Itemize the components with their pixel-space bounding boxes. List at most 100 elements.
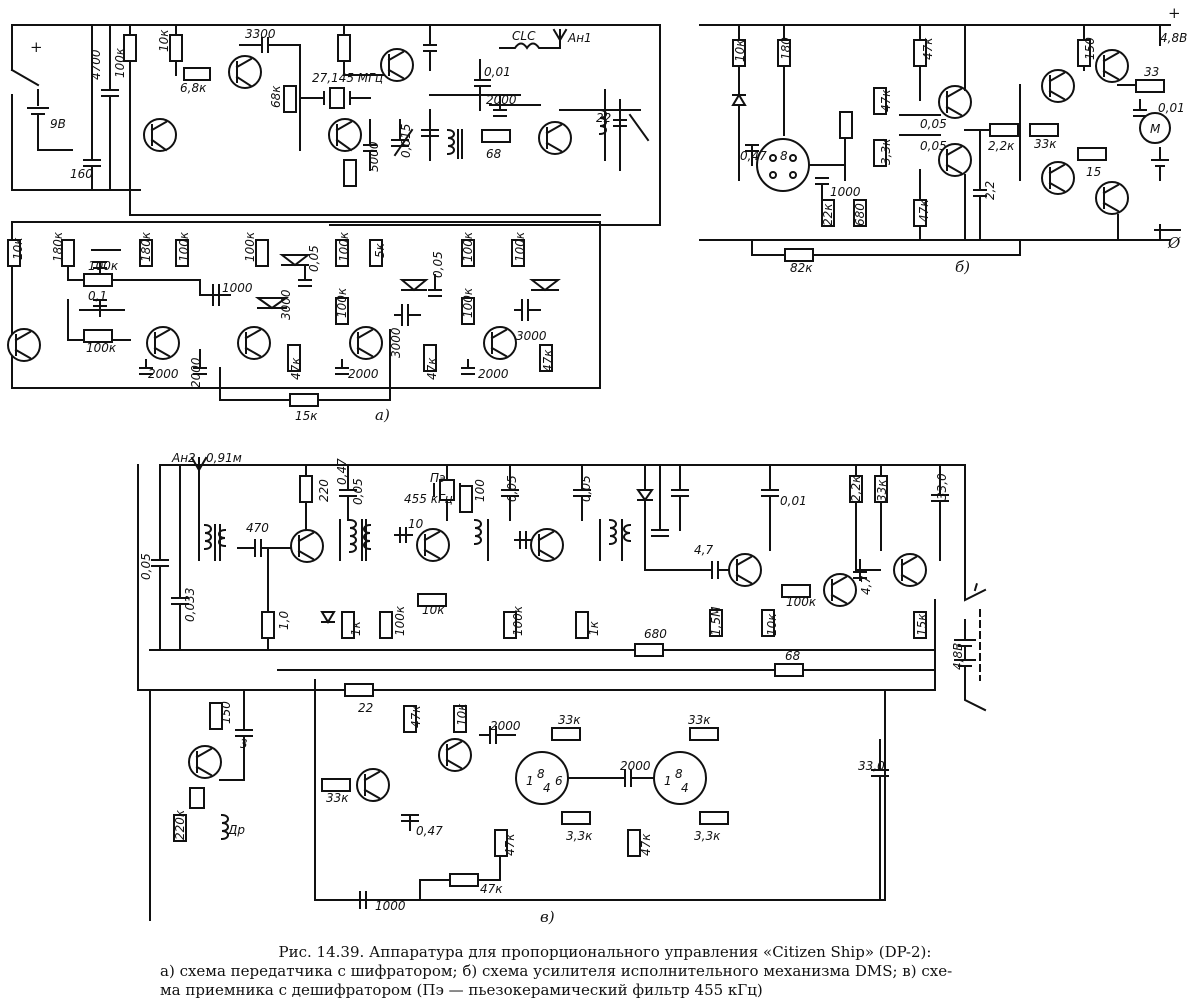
panel-b-label: М [1150,122,1161,136]
panel-c-label: Ан2 [171,451,196,465]
panel-a-label: 100к [88,259,119,273]
panel-b-label: 1000 [830,185,861,199]
panel-a-label: 100к [177,231,191,262]
panel-a-label: 47к [289,357,303,380]
panel-a-label: 0,015 [399,124,413,158]
panel-c-label: 33к [558,713,581,727]
panel-a-label: + [30,38,43,56]
panel-a-label: 10к [157,29,171,52]
panel-a-label: 47к [425,357,439,380]
panel-c-label: 0,47 [416,824,443,838]
panel-a-label: 100к [113,47,127,78]
panel-a-label: CLC [512,29,536,43]
panel-b-label: 47к [879,89,893,112]
panel-a-label: 68 [486,147,502,161]
panel-c-label: 10к [455,703,469,726]
panel-c-label: 4 [543,781,551,795]
panel-c-label: 100к [511,605,525,636]
panel-c-label: 100к [786,595,817,609]
panel-b-dms-amplifier [699,24,1181,262]
panel-a-label: 2000 [148,367,179,381]
panel-c-label: 455 кГц [404,492,453,506]
panel-c-label: 1к [349,620,363,636]
panel-b-label: 180 [779,37,793,60]
panel-c-label: 33к [875,479,889,502]
panel-a-label: 27,145 МГц [312,71,383,85]
panel-a-label: 10к [11,237,25,260]
panel-a-transmitter [7,24,661,407]
panel-a-label: 15к [295,409,318,423]
panel-c-label: 220 [317,479,331,502]
panel-a-label: 180к [139,231,153,262]
panel-b-label: 2,2 [983,181,997,200]
panel-b-label: 22к [821,203,835,226]
panel-c-label: 0,91м [206,451,242,465]
panel-c-label: 0,05 [351,478,365,505]
panel-a-label: 100к [461,287,475,318]
panel-b-label: 2,2к [988,139,1015,153]
panel-c-label: 8 [537,767,545,781]
panel-c-label: 2000 [490,719,521,733]
panel-a-label: 3000 [279,289,293,320]
panel-a-label: Ан1 [567,31,592,45]
panel-a-label: 160 [70,167,93,181]
panel-a-label: 100к [243,231,257,262]
panel-c-label: Пэ [430,471,446,485]
panel-b-label: 10к [733,39,747,62]
panel-c-label: 2,2к [849,475,863,502]
panel-a-label: 3300 [245,27,276,41]
panel-b-label: Ø [1167,234,1181,252]
panel-a-label: 1000 [222,281,253,295]
panel-c-label: 22 [358,701,373,715]
panel-a-label: 2000 [189,357,203,388]
panel-c-label: 10 [408,517,424,531]
panel-c-label: 47к [409,705,423,728]
panel-a-label: 68к [269,85,283,108]
panel-a-label: 22 [596,111,611,125]
panel-a-label: 6,8к [180,81,207,95]
caption-line-1: Рис. 14.39. Аппаратура для пропорциональ… [278,943,932,961]
panel-a-label: 9В [50,117,66,131]
panel-a-label: 0,05 [307,245,321,272]
panel-b-label: 3,3к [879,138,893,165]
panel-c-label: 1,0 [277,611,291,630]
panel-c-label: 47к [639,833,653,856]
panel-c-label: 1000 [375,899,406,913]
panel-b-label: 33к [1034,137,1057,151]
panel-c-label: 0,033 [183,588,197,622]
panel-c-label: 1 [526,774,534,788]
panel-c-label: Др [227,823,245,837]
panel-c-label: 10к [765,613,779,636]
panel-c-label: 6 [555,774,563,788]
panel-b-label: 82к [790,261,813,275]
panel-c-label: 4,7 [694,543,713,557]
panel-c-label: 0,01 [780,494,807,508]
panel-c-label: 0,05 [139,553,153,580]
panel-c-label: 3,3к [694,829,721,843]
panel-a-label: 100к [461,231,475,262]
panel-b-label: 15 [1086,165,1101,179]
panel-a-label: 2000 [486,93,517,107]
panel-a-label: 100к [335,287,349,318]
panel-a-label: 180к [51,231,65,262]
panel-b-sublabel: б) [955,258,970,276]
panel-c-label: 100к [393,605,407,636]
panel-b-label: 0,05 [920,117,947,131]
panel-c-label: 47к [480,882,503,896]
panel-a-label: 0,01 [484,65,511,79]
panel-c-label: 68 [785,649,801,663]
panel-b-label: 4,8В [1160,31,1187,45]
panel-c-label: 3,3к [566,829,593,843]
panel-c-label: 33,0 [858,759,885,773]
panel-c-label: 4,8В [951,643,965,670]
panel-c-label: 0,47 [335,458,349,485]
panel-a-label: 0,1 [88,289,107,303]
panel-c-label: 220к [173,809,187,840]
panel-c-label: 0,05 [505,475,519,502]
panel-b-label: 33 [1144,65,1159,79]
panel-c-label: 8 [675,767,683,781]
panel-b-label: 0,05 [920,139,947,153]
panel-c-label: 33к [688,713,711,727]
panel-a-label: 0,05 [431,251,445,278]
